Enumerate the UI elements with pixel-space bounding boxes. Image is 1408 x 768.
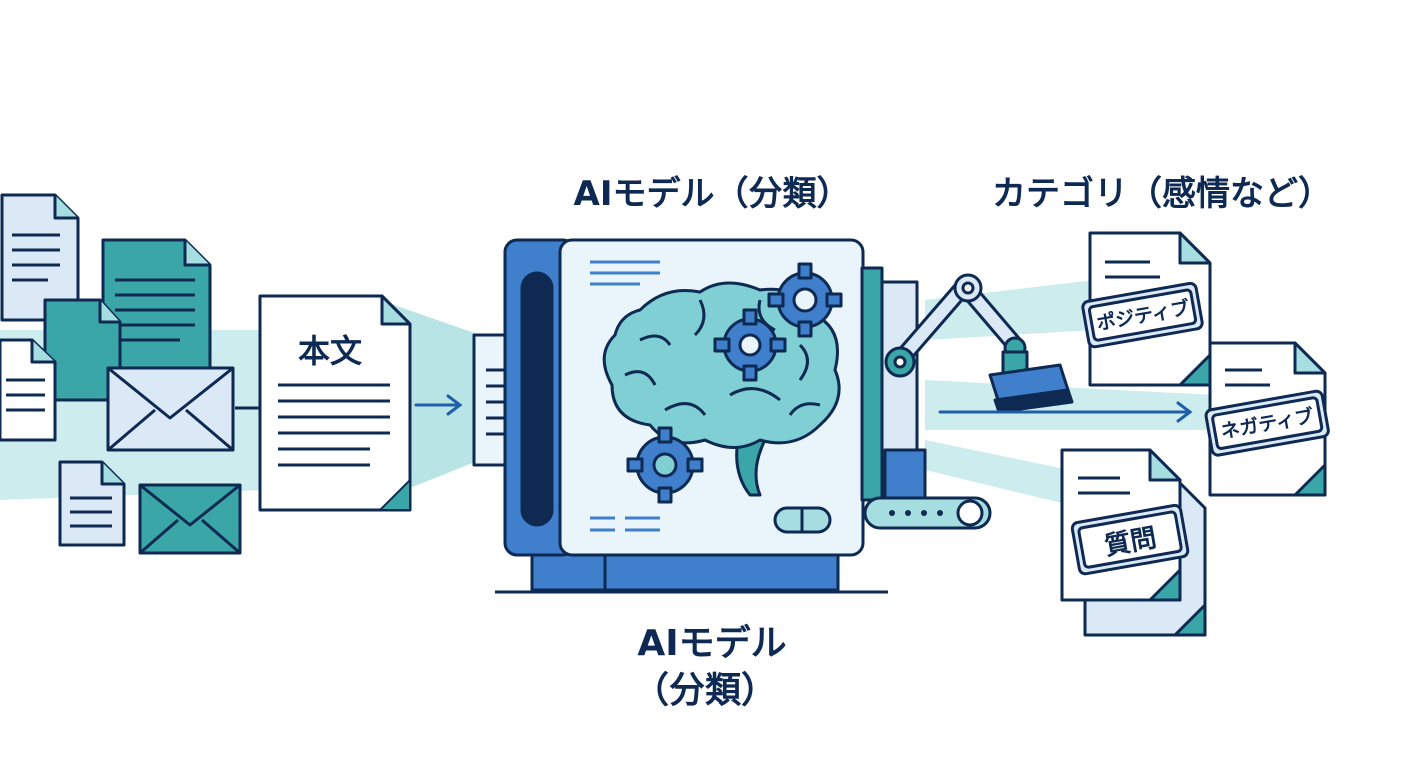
- document-icon: [0, 338, 57, 442]
- envelope-icon: [106, 366, 235, 452]
- document-icon: [0, 193, 80, 322]
- stamp-question: 質問: [1070, 503, 1190, 576]
- model-label-bottom-line1: AIモデル: [637, 622, 786, 664]
- input-doc-title: 本文: [298, 332, 362, 370]
- stamp-negative: ネガティブ: [1204, 389, 1330, 457]
- text-lines: [278, 383, 390, 467]
- model-label-bottom-line2: （分類）: [633, 670, 777, 711]
- gear-icon: [713, 308, 787, 382]
- out-beam-negative: [925, 380, 1215, 430]
- conveyor: [863, 496, 992, 530]
- arrow-icon: [414, 394, 463, 416]
- panel-lines: [590, 260, 660, 532]
- robot-arm-icon: [860, 266, 1074, 530]
- document-icon: [58, 460, 126, 547]
- output-doc-question: 質問: [1060, 448, 1207, 637]
- out-beam-question: [925, 440, 1070, 505]
- brain-icon: [602, 281, 841, 497]
- gear-icon: [626, 426, 704, 504]
- envelope-icon: [138, 483, 242, 555]
- input-documents: [0, 193, 242, 555]
- arrow-icon: [938, 401, 1193, 423]
- input-text-document: 本文: [258, 294, 412, 512]
- category-label: カテゴリ（感情など）: [992, 174, 1332, 214]
- output-doc-negative: ネガティブ: [1204, 341, 1330, 497]
- stamp-positive: ポジティブ: [1081, 281, 1204, 349]
- ai-model-machine: [495, 238, 888, 594]
- stamp-icon: [988, 350, 1074, 414]
- output-doc-positive: ポジティブ: [1081, 231, 1212, 387]
- model-label-top: AIモデル（分類）: [574, 174, 851, 214]
- gear-icon: [767, 262, 843, 338]
